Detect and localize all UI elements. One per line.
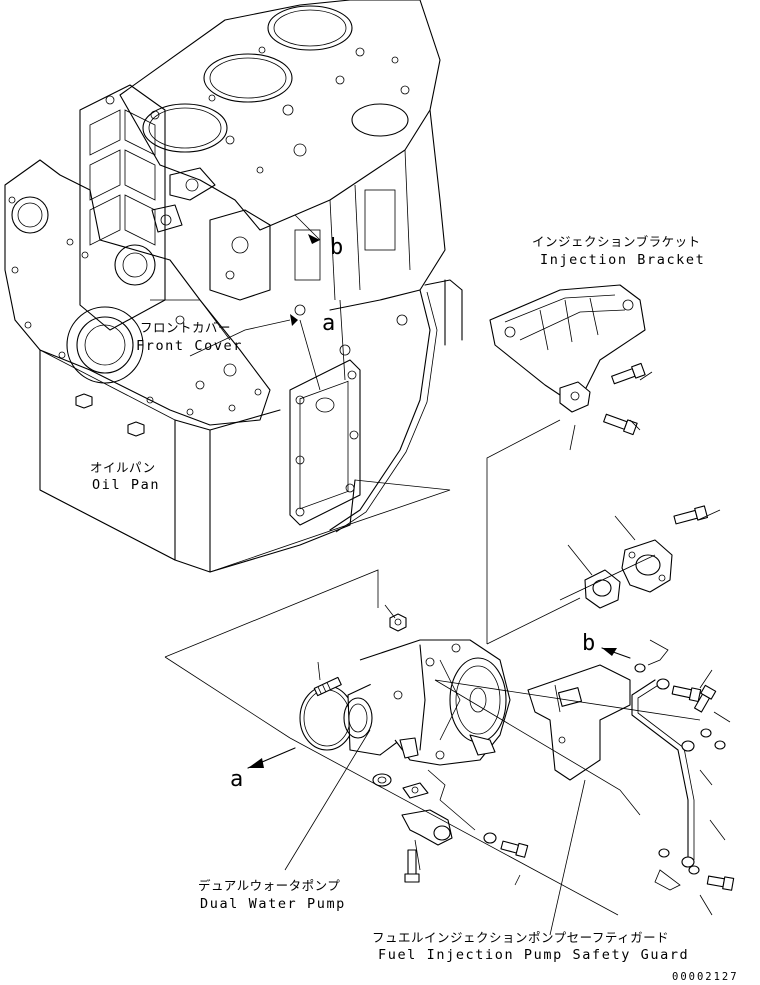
ref-b-arrow: b [582,631,595,656]
flange-and-gasket [584,539,673,609]
injection-bracket-label-jp: インジェクションブラケット [532,234,701,249]
pump-fasteners [313,613,429,799]
drawing-id: 00002127 [672,971,739,983]
safety-guard [527,664,631,781]
bolt-2 [603,413,638,436]
reference-arrows [247,234,631,769]
ref-a-arrow: a [230,767,243,792]
bolt-1 [611,362,646,385]
injection-bracket [489,284,646,413]
dual-water-pump-label-en: Dual Water Pump [200,896,346,912]
front-cover [4,159,271,426]
engine-block [79,0,446,331]
bolt-3 [673,505,709,525]
ref-b-top: b [330,235,343,260]
oil-pan-label-jp: オイルパン [90,460,156,475]
stud-bolt [313,676,342,697]
bracket-bolts [603,362,709,525]
front-cover-label-en: Front Cover [136,338,243,354]
front-cover-label-jp: フロントカバー [140,320,231,335]
oil-pan-label-en: Oil Pan [92,477,160,493]
assembly-lines [39,214,731,936]
safety-guard-label-jp: フュエルインジェクションポンプセーフティガード [372,930,669,945]
injection-bracket-label-en: Injection Bracket [540,252,705,268]
fuel-pipe-assembly [631,663,735,891]
dual-water-pump [299,639,511,766]
dual-water-pump-label-jp: デュアルウォータポンプ [198,878,340,893]
safety-guard-label-en: Fuel Injection Pump Safety Guard [378,947,689,963]
oil-pan [39,279,463,573]
ref-a-top: a [322,311,335,336]
